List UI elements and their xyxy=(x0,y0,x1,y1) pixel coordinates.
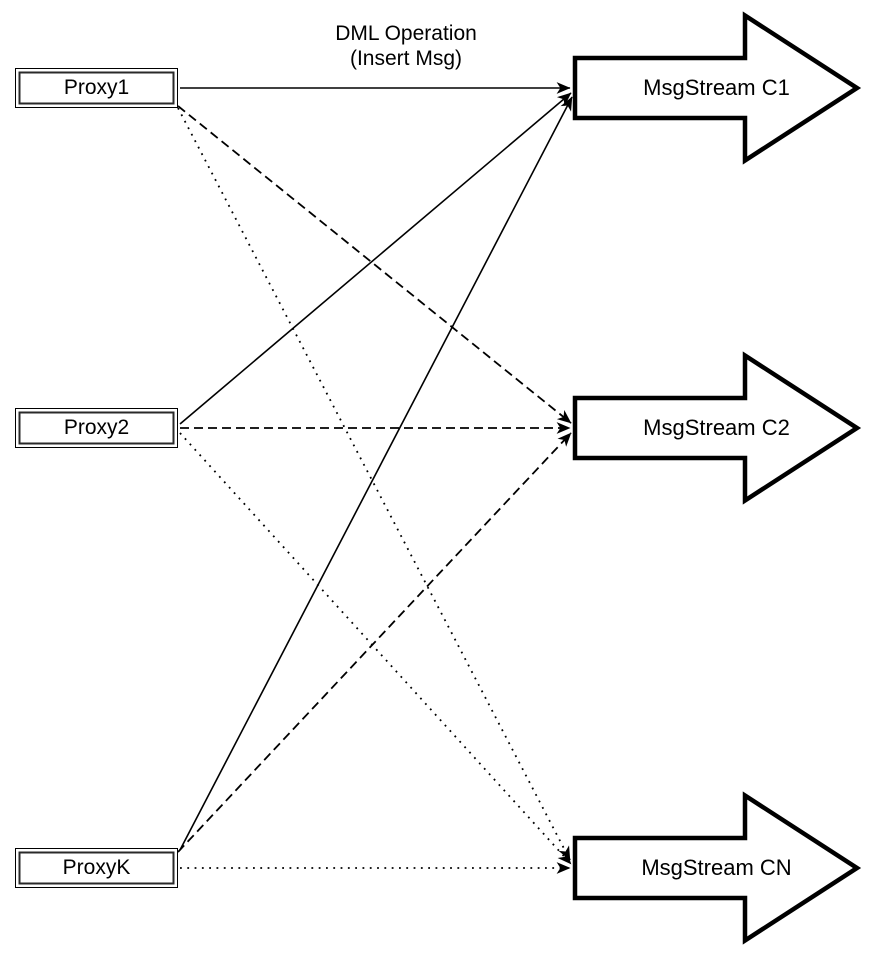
edge-proxy1-c2 xyxy=(177,105,572,424)
proxy1-node: Proxy1 xyxy=(15,68,178,108)
proxy2-label: Proxy2 xyxy=(63,416,130,439)
edge-proxyk-c2 xyxy=(177,432,572,853)
diagram-title: DML Operation (Insert Msg) xyxy=(256,21,556,71)
title-line2: (Insert Msg) xyxy=(349,47,462,70)
msgstream-c1-arrow xyxy=(572,11,862,165)
proxy1-label: Proxy1 xyxy=(63,76,130,99)
proxyk-node: ProxyK xyxy=(15,848,178,888)
edge-proxyk-c1 xyxy=(179,96,573,851)
proxyk-label: ProxyK xyxy=(62,856,131,879)
edge-proxy2-cn xyxy=(179,432,572,865)
msgstream-cn-arrow xyxy=(572,791,862,945)
edge-proxy1-cn xyxy=(177,107,571,861)
msgstream-c2-arrow xyxy=(572,351,862,505)
edge-proxy2-c1 xyxy=(179,92,572,425)
title-line1: DML Operation xyxy=(335,22,477,45)
proxy2-node: Proxy2 xyxy=(15,408,178,448)
